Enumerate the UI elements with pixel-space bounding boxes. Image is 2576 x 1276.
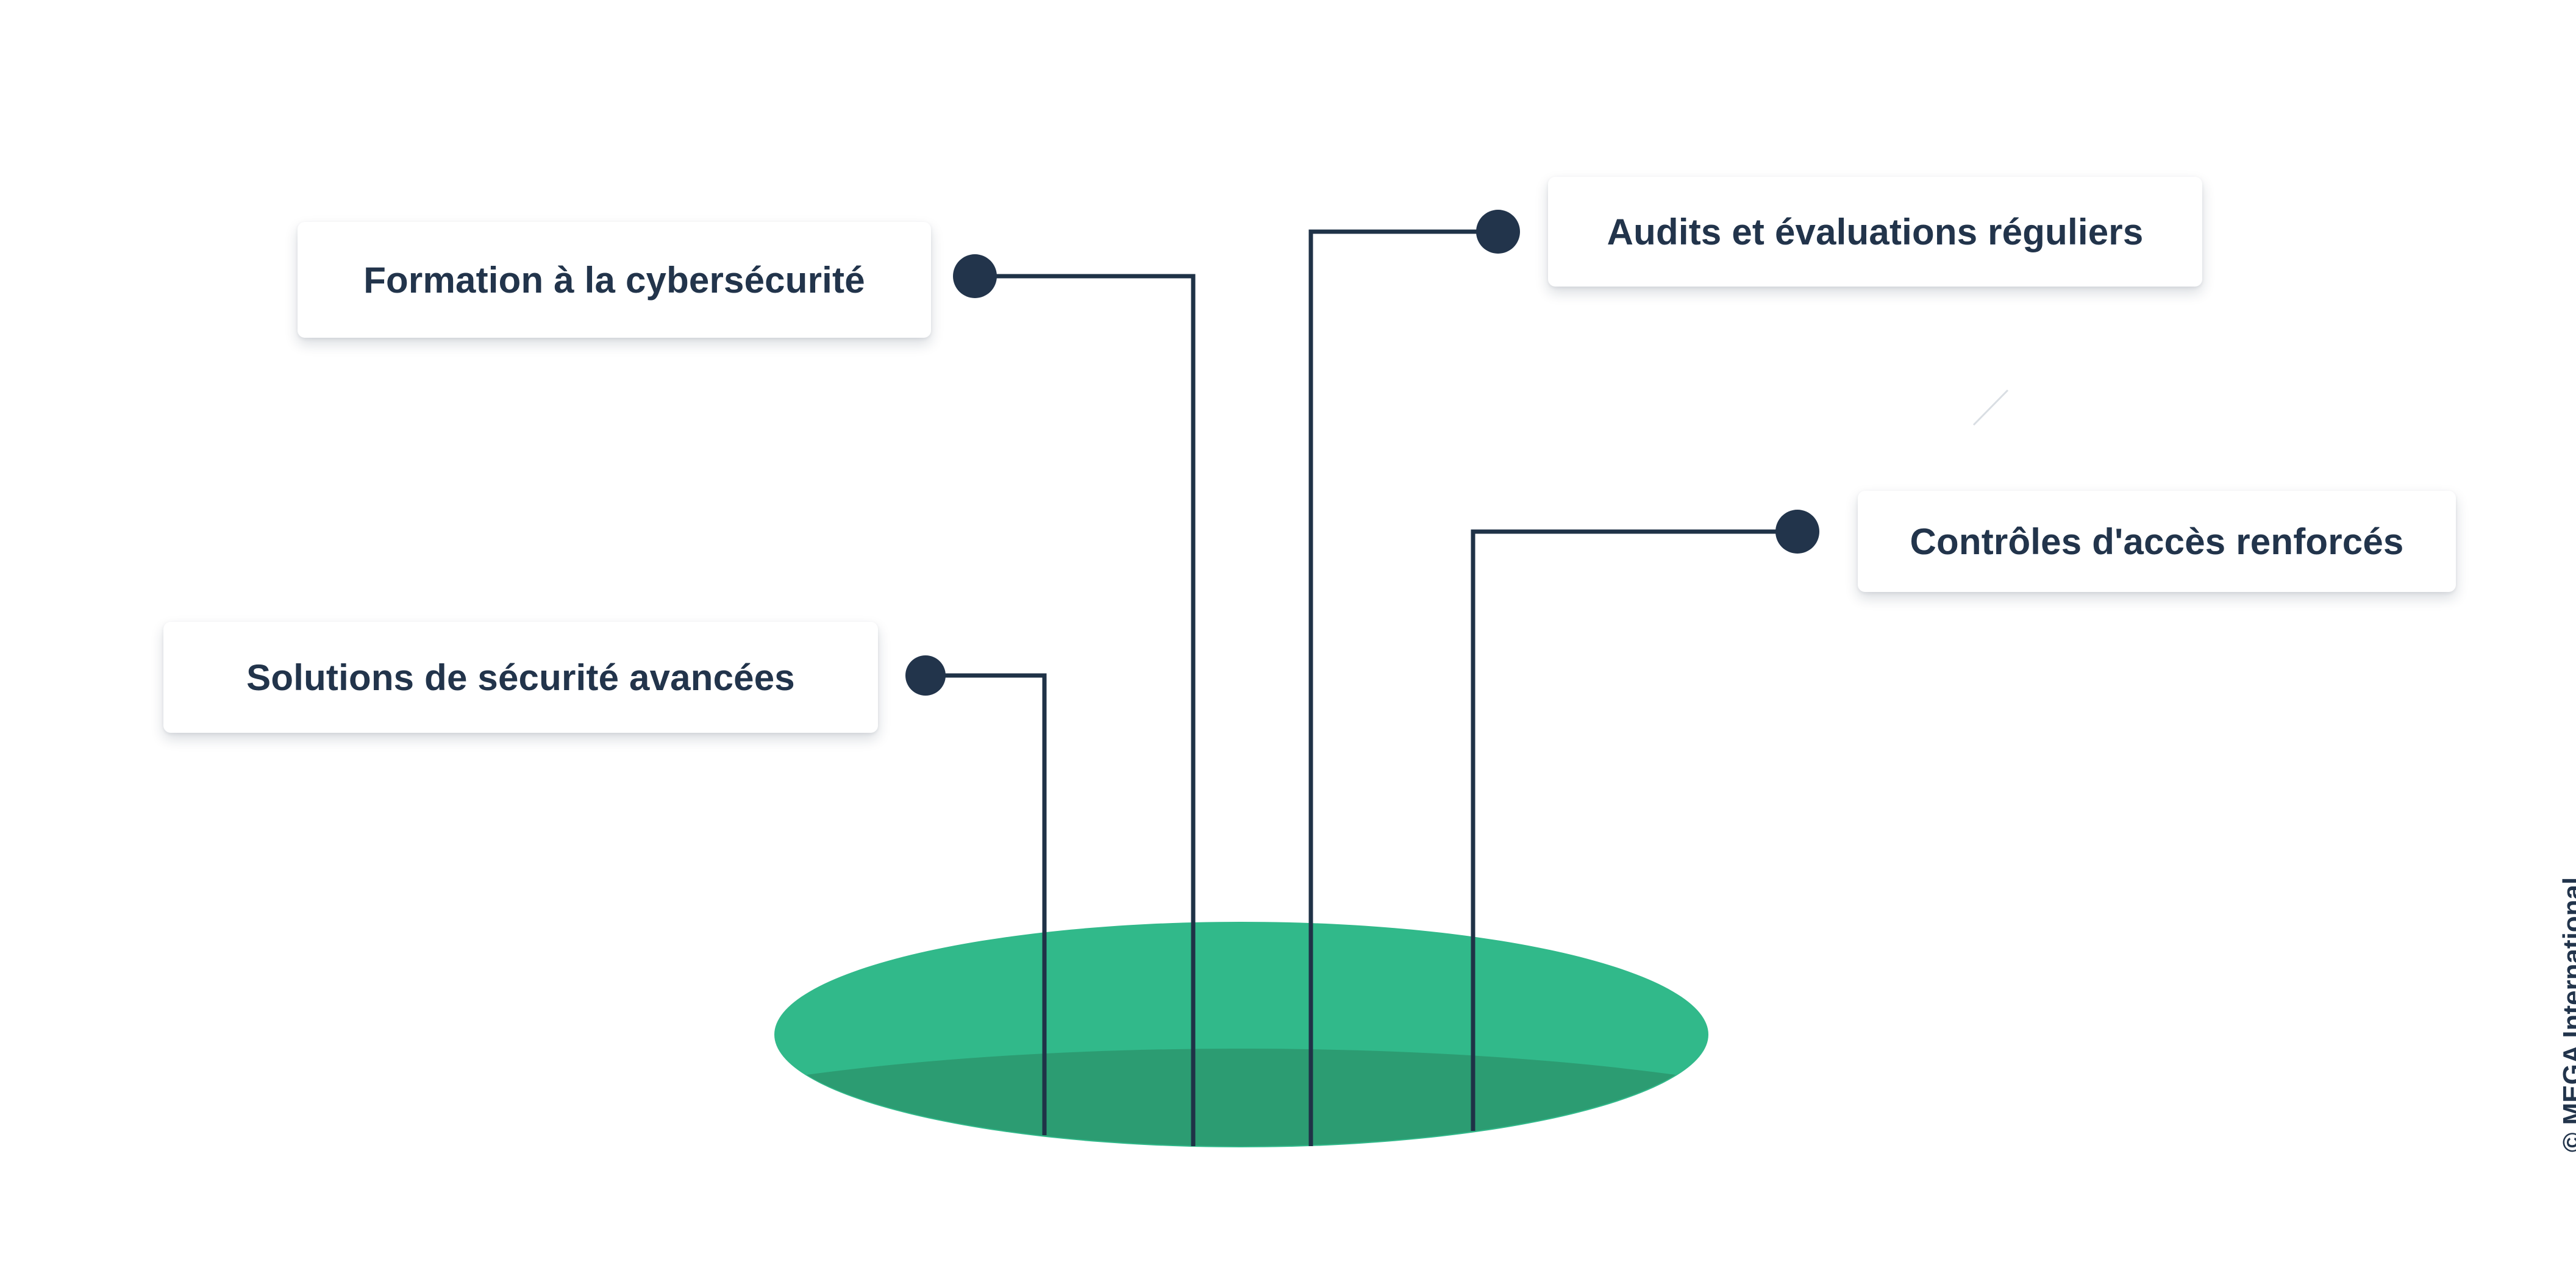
label-card-audits: Audits et évaluations réguliers — [1548, 177, 2202, 287]
label-formation: Formation à la cybersécurité — [363, 259, 865, 301]
connector-controles — [1471, 529, 1797, 1131]
node-audits — [1476, 210, 1520, 254]
decorative-stroke — [1972, 389, 2009, 426]
connector-audits — [1308, 229, 1498, 1146]
node-solutions — [905, 655, 946, 696]
base-ellipse-inner — [807, 1049, 1675, 1147]
connector-solutions — [926, 673, 1047, 1135]
label-audits: Audits et évaluations réguliers — [1607, 211, 2144, 252]
node-formation — [953, 254, 997, 298]
label-card-formation: Formation à la cybersécurité — [298, 222, 931, 338]
label-controles: Contrôles d'accès renforcés — [1910, 521, 2404, 562]
connector-formation — [975, 274, 1196, 1146]
label-solutions: Solutions de sécurité avancées — [246, 657, 795, 698]
node-controles — [1775, 510, 1819, 554]
label-card-solutions: Solutions de sécurité avancées — [163, 622, 878, 733]
label-card-controles: Contrôles d'accès renforcés — [1858, 491, 2456, 592]
copyright-notice: © MEGA International — [2558, 877, 2576, 1152]
